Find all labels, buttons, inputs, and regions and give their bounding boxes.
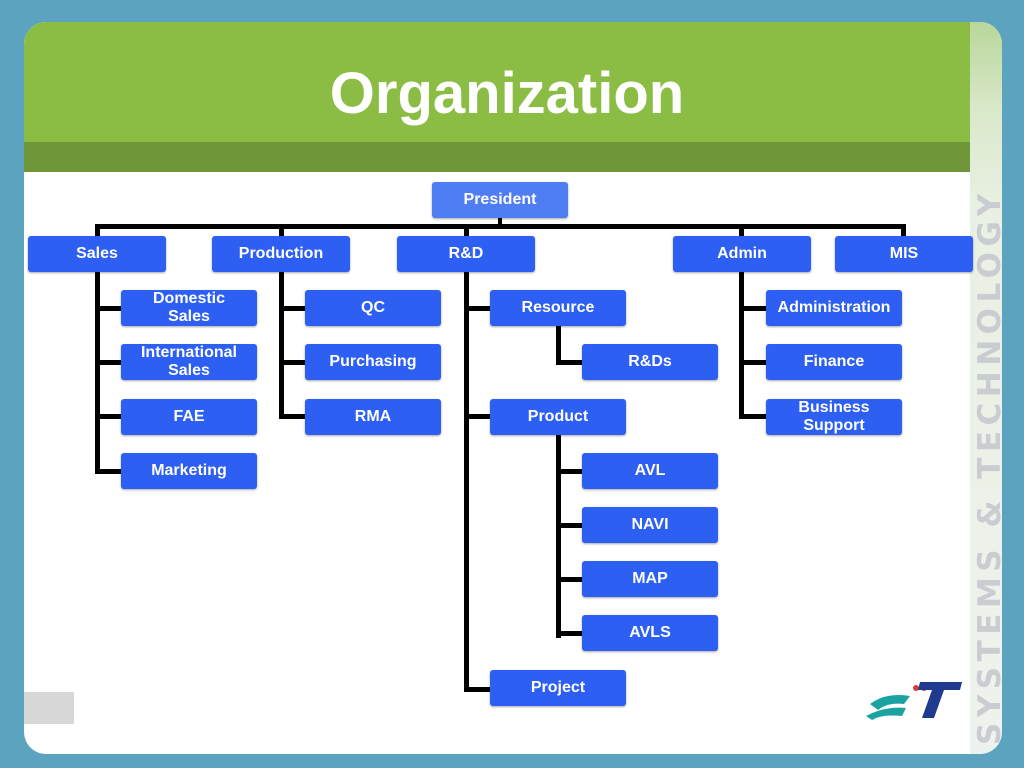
node-project: Project bbox=[490, 670, 626, 706]
gray-placeholder-square bbox=[24, 692, 74, 724]
connector-line bbox=[279, 224, 284, 240]
node-purchasing: Purchasing bbox=[305, 344, 441, 380]
connector-line bbox=[279, 360, 305, 365]
node-domestic-sales: Domestic Sales bbox=[121, 290, 257, 326]
connector-line bbox=[498, 216, 502, 229]
connector-line bbox=[556, 577, 582, 582]
node-navi: NAVI bbox=[582, 507, 718, 543]
connector-line bbox=[95, 414, 121, 419]
connector-line bbox=[556, 469, 582, 474]
connector-line bbox=[464, 224, 469, 240]
title-bar bbox=[24, 22, 970, 142]
node-business-support: Business Support bbox=[766, 399, 902, 435]
connector-line bbox=[739, 272, 744, 419]
node-production: Production bbox=[212, 236, 350, 272]
connector-line bbox=[279, 272, 284, 419]
node-rnd: R&D bbox=[397, 236, 535, 272]
node-admin: Admin bbox=[673, 236, 811, 272]
connector-line bbox=[95, 224, 100, 240]
connector-line bbox=[95, 360, 121, 365]
connector-line bbox=[556, 435, 561, 638]
connector-line bbox=[464, 687, 490, 692]
node-president: President bbox=[432, 182, 568, 218]
connector-line bbox=[556, 326, 561, 365]
side-watermark-text: SYSTEMS & TECHNOLOGY bbox=[972, 188, 1008, 745]
node-sales: Sales bbox=[28, 236, 166, 272]
title-strip bbox=[24, 142, 970, 172]
slide-title: Organization bbox=[329, 61, 685, 126]
connector-line bbox=[95, 469, 121, 474]
connector-line bbox=[556, 523, 582, 528]
connector-line bbox=[464, 414, 490, 419]
node-international-sales: International Sales bbox=[121, 344, 257, 380]
connector-line bbox=[464, 306, 490, 311]
company-logo-icon bbox=[866, 682, 962, 720]
connector-line bbox=[739, 224, 744, 240]
node-product: Product bbox=[490, 399, 626, 435]
node-rnds: R&Ds bbox=[582, 344, 718, 380]
node-avls: AVLS bbox=[582, 615, 718, 651]
connector-line bbox=[95, 306, 121, 311]
node-rma: RMA bbox=[305, 399, 441, 435]
connector-line bbox=[556, 360, 582, 365]
node-qc: QC bbox=[305, 290, 441, 326]
connector-line bbox=[95, 224, 906, 229]
connector-line bbox=[279, 306, 305, 311]
right-side-panel bbox=[970, 22, 1002, 754]
node-avl: AVL bbox=[582, 453, 718, 489]
slide: Organization bbox=[24, 22, 1002, 754]
node-resource: Resource bbox=[490, 290, 626, 326]
node-administration: Administration bbox=[766, 290, 902, 326]
connector-line bbox=[739, 414, 766, 419]
node-marketing: Marketing bbox=[121, 453, 257, 489]
connector-line bbox=[739, 306, 766, 311]
node-fae: FAE bbox=[121, 399, 257, 435]
node-finance: Finance bbox=[766, 344, 902, 380]
node-map: MAP bbox=[582, 561, 718, 597]
connector-line bbox=[279, 414, 305, 419]
connector-line bbox=[739, 360, 766, 365]
connector-line bbox=[95, 272, 100, 474]
connector-line bbox=[464, 272, 469, 692]
connector-line bbox=[556, 631, 582, 636]
node-mis: MIS bbox=[835, 236, 973, 272]
connector-line bbox=[901, 224, 906, 240]
